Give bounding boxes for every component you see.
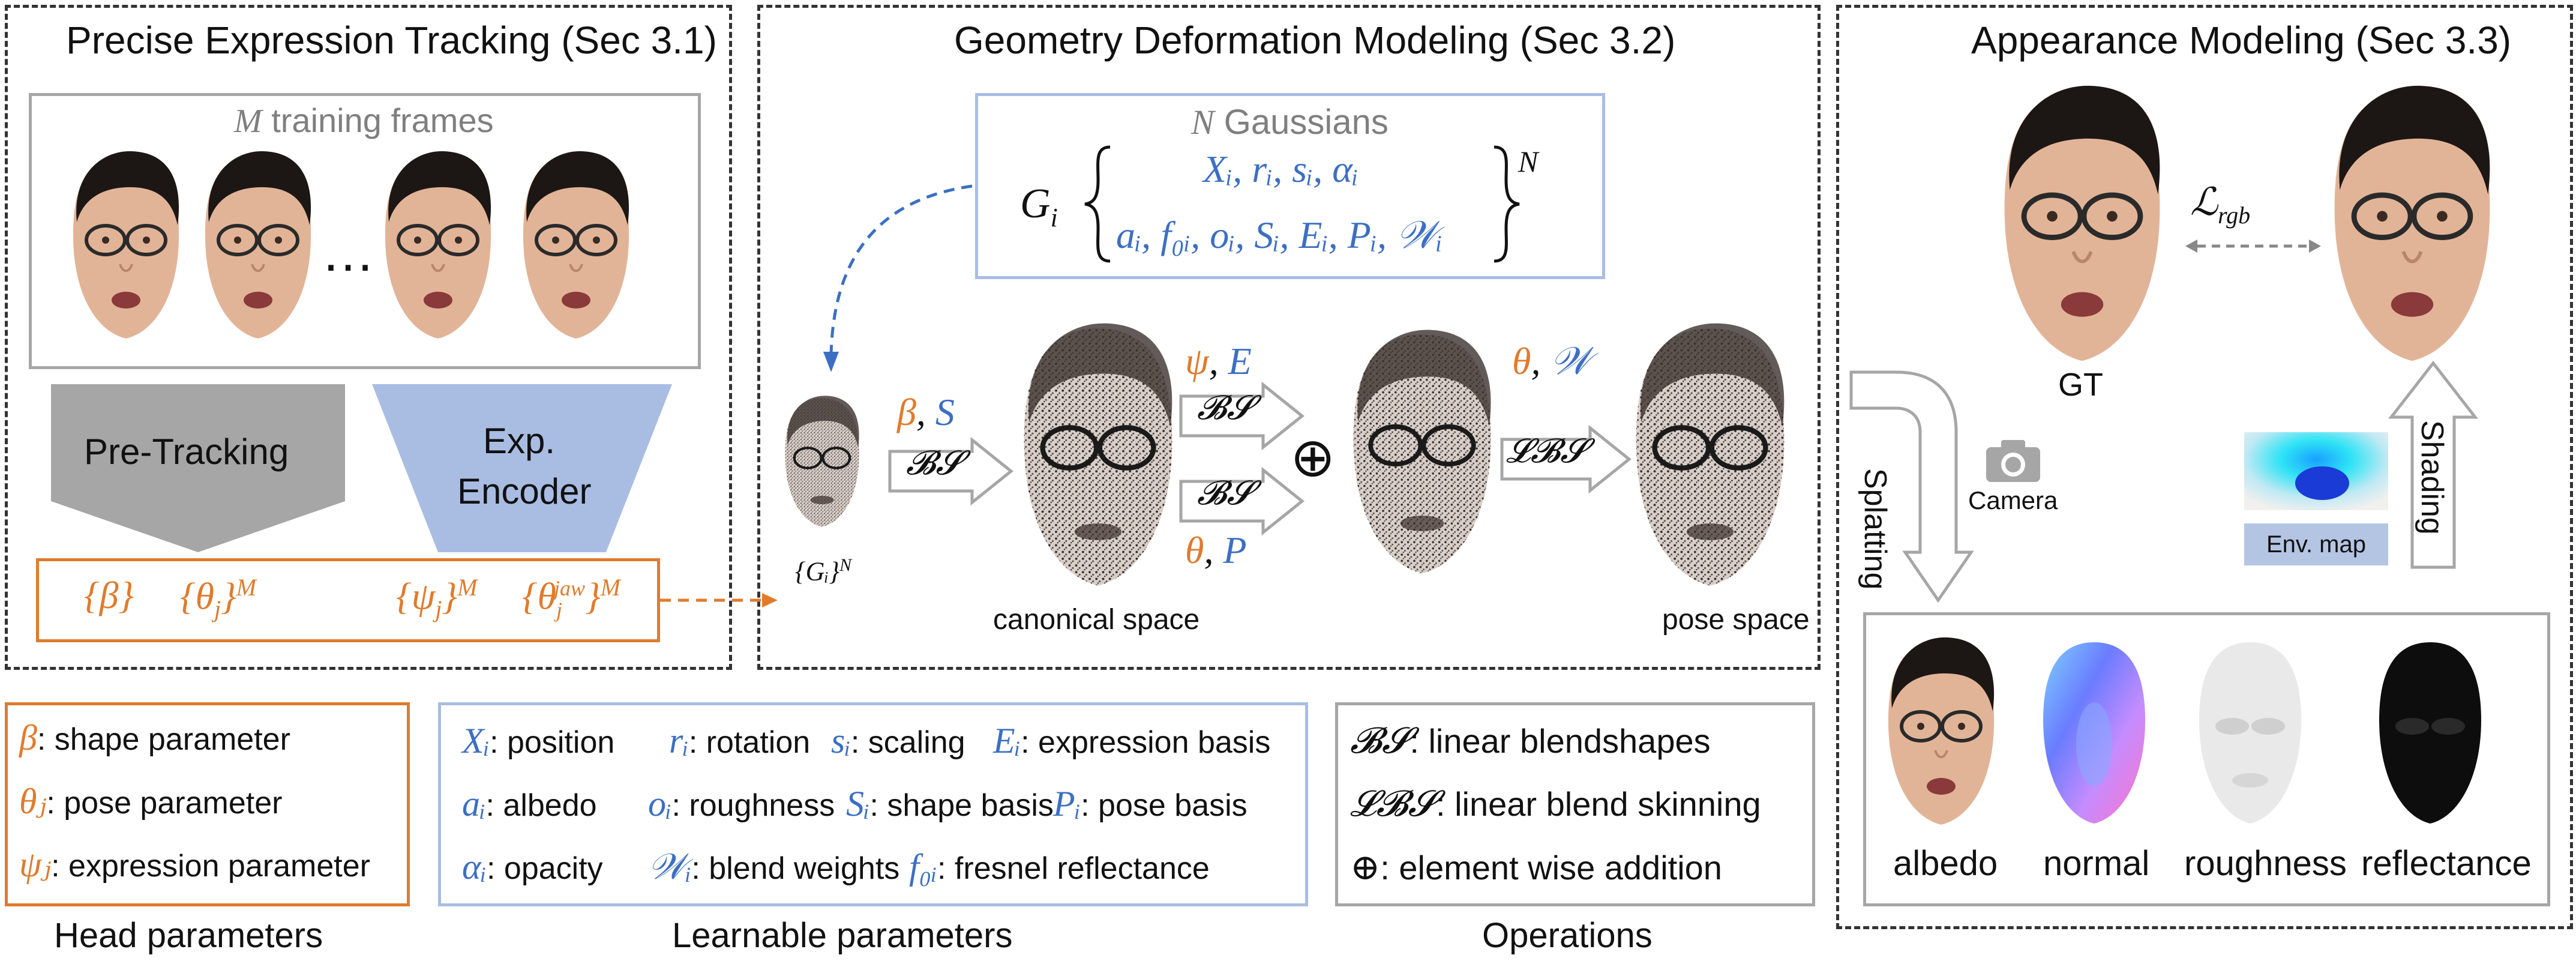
appearance-section — [1836, 5, 2573, 929]
canonical-space-label: canonical space — [993, 604, 1200, 636]
arrow4-op: 𝓛𝓑𝓢 — [1506, 433, 1587, 470]
albedo-face — [1881, 630, 2001, 834]
pretracking-shape — [51, 384, 345, 552]
arrow1-shape — [888, 436, 1014, 506]
gaussian-attributes-row1: Xᵢ, rᵢ, sᵢ, αᵢ — [1203, 148, 1359, 190]
legend-learnable-title: Learnable parameters — [672, 916, 1013, 955]
legend-learn-pose-basis: Pᵢ: pose basis — [1053, 784, 1247, 824]
arrow3-op: 𝓑𝓢 — [1197, 475, 1253, 512]
roughness-face — [2199, 642, 2301, 824]
tracked-params-beta: {β} — [84, 574, 134, 616]
gt-label: GT — [2058, 367, 2103, 403]
arrow2-params: ψ, E — [1185, 340, 1252, 382]
arrow1-params: β, S — [897, 391, 955, 433]
tracked-params-box — [36, 558, 660, 642]
gt-face — [1992, 84, 2172, 366]
head-params-legend-box — [5, 702, 410, 906]
canonical-head — [1014, 312, 1182, 600]
normal-face — [2043, 642, 2145, 824]
legend-learn-expression-basis: Eᵢ: expression basis — [993, 721, 1271, 761]
training-face-4 — [516, 150, 636, 342]
tracking-title: Precise Expression Tracking (Sec 3.1) — [66, 19, 717, 62]
oplus-symbol: ⊕ — [1290, 428, 1336, 488]
legend-learn-rotation: rᵢ: rotation — [669, 721, 811, 761]
arrow4-shape — [1500, 424, 1632, 494]
camera-icon — [1986, 440, 2040, 482]
legend-learn-blend-weights: 𝒲ᵢ: blend weights — [648, 847, 900, 887]
albedo-label: albedo — [1893, 844, 1998, 883]
tracked-params-jaw: {θjjaw}M — [522, 574, 620, 622]
encoder-label-line1: Exp. — [483, 421, 556, 461]
arrow3-params: θ, P — [1185, 529, 1247, 571]
legend-head-theta: θⱼ: pose parameter — [19, 782, 283, 821]
gaussian-right-brace — [1494, 145, 1520, 263]
tracked-params-psi: {ψj}M — [396, 574, 478, 623]
legend-head-psi: ψⱼ: expression parameter — [19, 845, 370, 884]
legend-learn-shape-basis: Sᵢ: shape basis — [846, 784, 1054, 824]
splatting-arrow — [1849, 370, 1974, 603]
arrow2-shape — [1179, 381, 1305, 451]
geometry-title: Geometry Deformation Modeling (Sec 3.2) — [954, 19, 1676, 62]
rendered-face — [2322, 84, 2502, 366]
encoder-shape — [372, 384, 672, 552]
normal-label: normal — [2043, 844, 2150, 883]
pose-head — [1626, 312, 1794, 600]
legend-op-oplus: ⊕: element wise addition — [1350, 848, 1722, 887]
splatting-label: Splatting — [1858, 468, 1893, 590]
arrow2-op: 𝓑𝓢 — [1197, 390, 1253, 427]
legend-operations-title: Operations — [1482, 916, 1653, 955]
gaussian-attributes-row2: aᵢ, f₀ᵢ, oᵢ, Sᵢ, Eᵢ, Pᵢ, 𝒲ᵢ — [1116, 214, 1443, 256]
legend-learn-roughness: oᵢ: roughness — [648, 784, 835, 824]
gaussian-sup-n: N — [1518, 145, 1539, 178]
training-face-3 — [378, 150, 498, 342]
small-head-label: {Gᵢ}N — [795, 555, 851, 586]
legend-learn-scaling: sᵢ: scaling — [831, 721, 965, 761]
shading-label: Shading — [2415, 420, 2449, 535]
gaussians-box — [975, 93, 1605, 279]
params-to-geometry-arrow — [660, 593, 778, 607]
roughness-label: roughness — [2184, 844, 2347, 883]
deformed-head — [1344, 312, 1500, 594]
reflectance-label: reflectance — [2361, 844, 2532, 883]
legend-learn-albedo: aᵢ: albedo — [462, 784, 597, 824]
pretracking-label: Pre-Tracking — [84, 432, 289, 472]
arrow3-shape — [1179, 466, 1305, 536]
gaussians-caption: N Gaussians — [1191, 103, 1389, 142]
training-face-1 — [66, 150, 186, 342]
operations-legend-box — [1335, 702, 1815, 906]
env-map-label: Env. map — [2244, 523, 2388, 565]
camera-label: Camera — [1968, 486, 2058, 514]
loss-label: ℒrgb — [2190, 181, 2251, 229]
training-face-2 — [198, 150, 318, 342]
small-gaussian-head — [780, 378, 864, 546]
pose-space-label: pose space — [1662, 604, 1810, 636]
reflectance-face — [2379, 642, 2481, 824]
legend-learn-fresnel: f₀ᵢ: fresnel reflectance — [909, 847, 1210, 887]
frames-ellipsis: … — [321, 223, 375, 283]
env-map-image — [2244, 432, 2388, 510]
legend-head-title: Head parameters — [54, 916, 323, 955]
gaussians-to-head-arrow — [823, 184, 973, 372]
geometry-section — [757, 5, 1821, 670]
legend-learn-opacity: αᵢ: opacity — [462, 847, 603, 887]
loss-arrow — [2185, 239, 2321, 253]
gaussian-symbol: Gi — [1020, 181, 1058, 232]
arrow1-op: 𝓑𝓢 — [906, 445, 962, 482]
legend-op-bs: 𝓑𝓢: linear blendshapes — [1350, 721, 1711, 761]
shading-arrow — [2388, 360, 2479, 569]
arrow4-params: θ, 𝒲 — [1512, 340, 1591, 382]
tracking-section — [5, 5, 732, 670]
appearance-title: Appearance Modeling (Sec 3.3) — [1971, 19, 2512, 62]
material-maps-box — [1863, 612, 2550, 906]
gaussian-left-brace — [1084, 145, 1111, 263]
tracked-params-theta: {θj}M — [180, 574, 257, 623]
legend-learn-position: Xᵢ: position — [462, 721, 615, 761]
encoder-label-line2: Encoder — [457, 471, 592, 511]
legend-op-lbs: 𝓛𝓑𝓢: linear blend skinning — [1350, 784, 1761, 824]
learnable-legend-box — [438, 702, 1308, 906]
training-frames-box — [29, 93, 701, 369]
legend-head-beta: β: shape parameter — [19, 718, 290, 758]
training-frames-caption: M training frames — [234, 101, 494, 140]
